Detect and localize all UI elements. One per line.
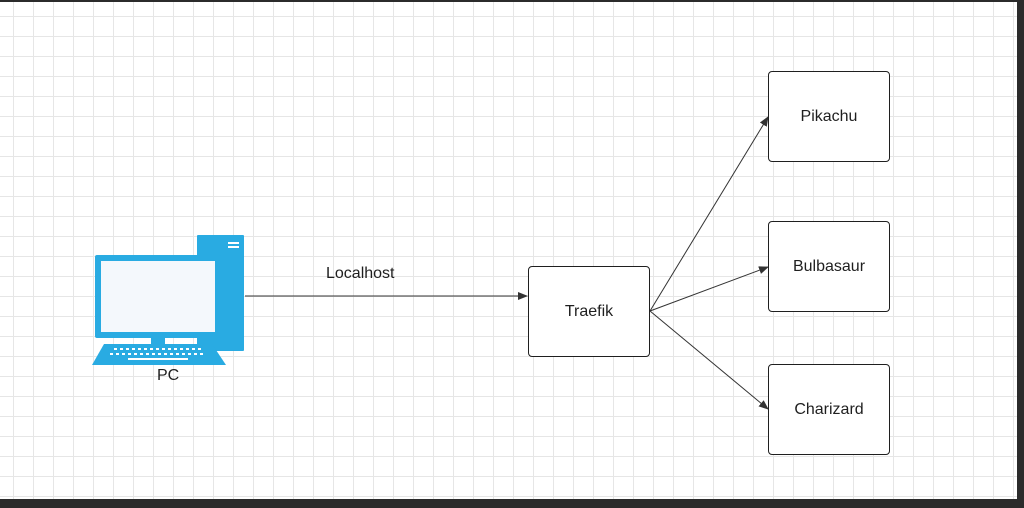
edge-label-localhost: Localhost: [326, 265, 395, 282]
edges-layer: [245, 116, 769, 410]
pc-screen: [101, 261, 215, 332]
edge-traefik-to-charizard[interactable]: [649, 310, 769, 410]
node-bulbasaur[interactable]: Bulbasaur: [768, 221, 890, 312]
node-bulbasaur-label: Bulbasaur: [792, 257, 866, 275]
diagram-canvas[interactable]: PC Localhost Traefik Pikachu Bulbasaur C…: [0, 2, 1017, 499]
node-traefik-label: Traefik: [564, 302, 614, 320]
pc-label: PC: [157, 367, 180, 384]
node-pikachu-label: Pikachu: [800, 107, 858, 125]
node-charizard-label: Charizard: [794, 400, 864, 418]
node-traefik[interactable]: Traefik: [528, 266, 650, 357]
node-charizard[interactable]: Charizard: [768, 364, 890, 455]
desktop-computer-icon[interactable]: [92, 235, 248, 367]
edge-traefik-to-pikachu[interactable]: [649, 116, 769, 312]
edge-traefik-to-bulbasaur[interactable]: [649, 266, 769, 312]
node-pikachu[interactable]: Pikachu: [768, 71, 890, 162]
